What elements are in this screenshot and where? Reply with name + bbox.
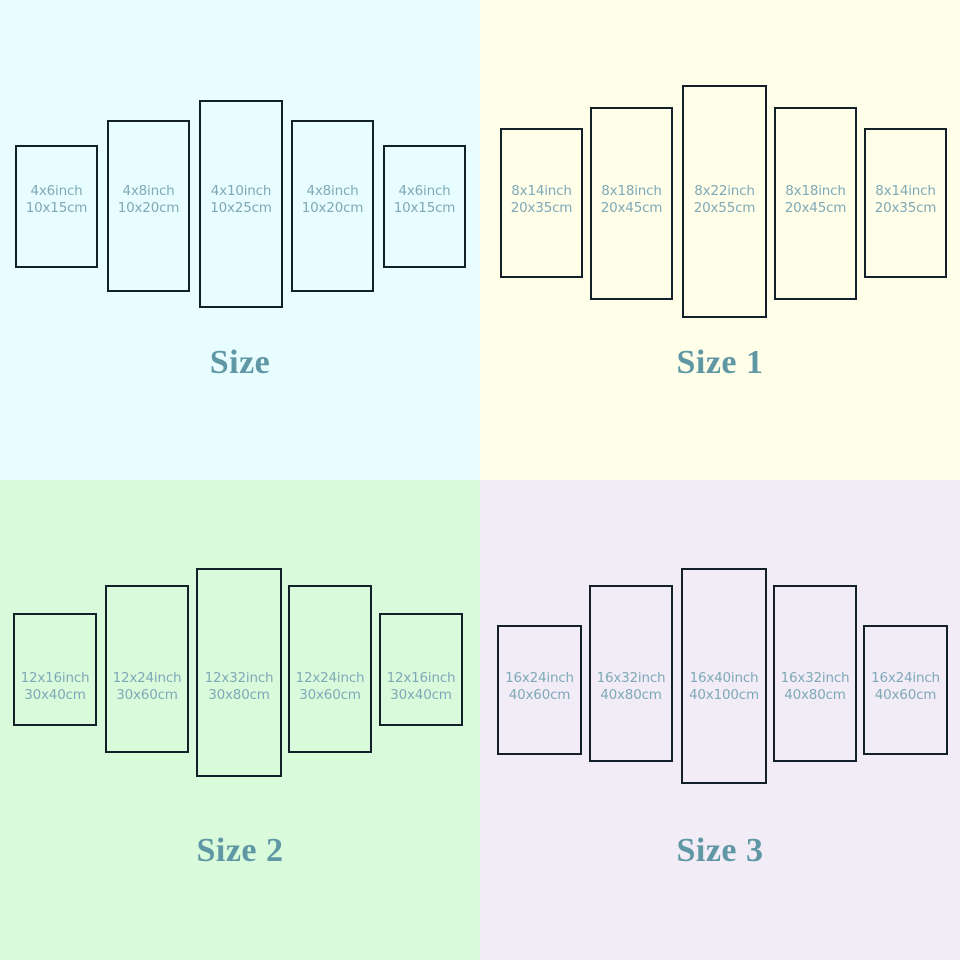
canvas-panel-4[interactable] <box>773 585 857 762</box>
canvas-panel-1[interactable] <box>13 613 97 726</box>
canvas-panel-5[interactable] <box>379 613 463 726</box>
quadrant-title-size: Size <box>209 344 271 381</box>
canvas-panel-3[interactable] <box>199 100 283 308</box>
canvas-panel-2[interactable] <box>590 107 673 300</box>
canvas-panel-3[interactable] <box>682 85 767 318</box>
canvas-panel-1[interactable] <box>500 128 583 278</box>
canvas-panel-5[interactable] <box>864 128 947 278</box>
canvas-panel-5[interactable] <box>863 625 948 755</box>
quadrant-title-size-1: Size 1 <box>676 344 764 381</box>
canvas-panel-2[interactable] <box>589 585 673 762</box>
canvas-panel-4[interactable] <box>288 585 372 753</box>
canvas-panel-3[interactable] <box>681 568 767 784</box>
canvas-panel-2[interactable] <box>105 585 189 753</box>
canvas-panel-3[interactable] <box>196 568 282 777</box>
canvas-panel-1[interactable] <box>497 625 582 755</box>
canvas-panel-4[interactable] <box>291 120 374 292</box>
quadrant-title-size-3: Size 3 <box>676 832 764 869</box>
canvas-panel-1[interactable] <box>15 145 98 268</box>
quadrant-title-size-2: Size 2 <box>196 832 284 869</box>
canvas-panel-5[interactable] <box>383 145 466 268</box>
canvas-panel-4[interactable] <box>774 107 857 300</box>
canvas-panel-2[interactable] <box>107 120 190 292</box>
